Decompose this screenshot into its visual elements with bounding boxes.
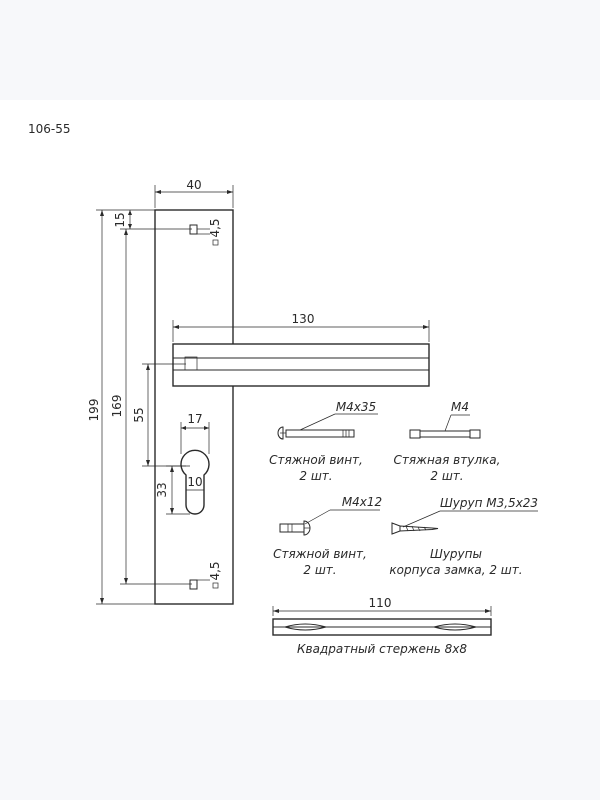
dim-plate-width [154, 185, 234, 208]
dim-cylinder-width-label: 17 [187, 412, 202, 426]
lock-screw-spec: Шуруп М3,5х23 [440, 496, 538, 510]
dim-bar-length-label: 130 [292, 312, 315, 326]
dim-hole-square-bottom-label: 4,5 [208, 561, 222, 580]
dim-plate-width-label: 40 [186, 178, 201, 192]
dim-handle-to-cylinder-label: 55 [132, 407, 146, 422]
dim-cylinder-height-label: 33 [155, 482, 169, 497]
drawing-sheet: 106-55 40 130 199 [0, 100, 600, 700]
dim-cylinder-round-label: 10 [187, 475, 202, 489]
short-screw-part [279, 509, 380, 536]
short-screw-spec: M4x12 [342, 495, 382, 509]
sleeve-caption-2: 2 шт. [430, 469, 463, 483]
dim-top-offset [128, 210, 132, 229]
long-screw-caption-1: Стяжной винт, [269, 453, 363, 467]
rod-length-label: 110 [369, 596, 392, 610]
dim-cylinder-height [166, 465, 190, 515]
lock-screw-part [391, 510, 538, 535]
sleeve-spec: M4 [451, 400, 469, 414]
short-screw-caption-1: Стяжной винт, [273, 547, 367, 561]
dim-top-offset-label: 15 [113, 212, 127, 227]
short-screw-caption-2: 2 шт. [303, 563, 336, 577]
sleeve-part [409, 414, 481, 439]
sleeve-caption-1: Стяжная втулка, [394, 453, 501, 467]
dim-hole-square-top [197, 228, 219, 246]
handle-lever [172, 343, 430, 387]
technical-drawing: 106-55 40 130 199 [28, 122, 538, 656]
escutcheon-plate [154, 209, 234, 605]
top-square-hole [189, 224, 198, 235]
dim-hole-square-bottom [197, 579, 219, 589]
part-code: 106-55 [28, 122, 71, 136]
lock-screw-caption-2: корпуса замка, 2 шт. [389, 563, 522, 577]
lock-screw-caption-1: Шурупы [430, 547, 482, 561]
long-screw-part [277, 413, 378, 440]
long-screw-caption-2: 2 шт. [299, 469, 332, 483]
cylinder-cutout [180, 449, 210, 515]
dim-total-height-label: 199 [87, 399, 101, 422]
dim-bar-length [172, 320, 430, 342]
dim-total-height [96, 209, 155, 605]
square-rod-part [272, 606, 492, 636]
long-screw-spec: M4x35 [336, 400, 376, 414]
dim-hole-spacing-label: 169 [110, 395, 124, 418]
dim-hole-spacing [120, 228, 192, 585]
bottom-square-hole [189, 579, 198, 590]
dim-cylinder-width [180, 422, 210, 454]
rod-caption: Квадратный стержень 8х8 [297, 642, 467, 656]
dim-hole-square-top-label: 4,5 [208, 218, 222, 237]
